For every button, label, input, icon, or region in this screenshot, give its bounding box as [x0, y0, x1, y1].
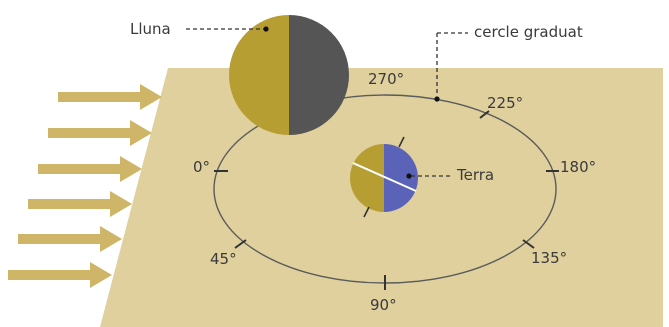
sun-arrow-6 — [8, 262, 112, 288]
orbit-ticks — [214, 110, 559, 290]
angle-label-180: 180° — [560, 158, 596, 176]
earth — [350, 136, 418, 218]
earth-dark-half — [384, 144, 418, 212]
sun-arrow-1 — [58, 84, 162, 110]
angle-label-135: 135° — [531, 249, 567, 267]
sun-arrow-4 — [28, 191, 132, 217]
sun-arrow-5 — [18, 226, 122, 252]
moon — [229, 15, 349, 135]
moon-dark-half — [289, 15, 349, 135]
sunlight-arrows — [8, 84, 162, 288]
earth-axis-bottom — [363, 206, 370, 218]
earth-label: Terra — [456, 166, 494, 184]
circle-label: cercle graduat — [474, 23, 583, 41]
angle-label-225: 225° — [487, 94, 523, 112]
angle-label-270: 270° — [368, 70, 404, 88]
tick-45 — [234, 239, 247, 249]
tick-225 — [479, 110, 490, 119]
sun-arrow-3 — [38, 156, 142, 182]
earth-axis-top — [398, 136, 405, 148]
angle-label-0: 0° — [193, 158, 210, 176]
angle-label-90: 90° — [370, 296, 397, 314]
tick-135 — [522, 239, 535, 249]
moon-label: Lluna — [130, 20, 171, 38]
sun-arrow-2 — [48, 120, 152, 146]
earth-callout-dot — [406, 173, 412, 179]
circle-callout-dot — [434, 96, 440, 102]
moon-lit-half — [229, 15, 289, 135]
moon-callout-dot — [263, 26, 269, 32]
earth-terminator — [352, 162, 417, 192]
angle-label-45: 45° — [210, 250, 237, 268]
earth-lit-half — [350, 144, 384, 212]
